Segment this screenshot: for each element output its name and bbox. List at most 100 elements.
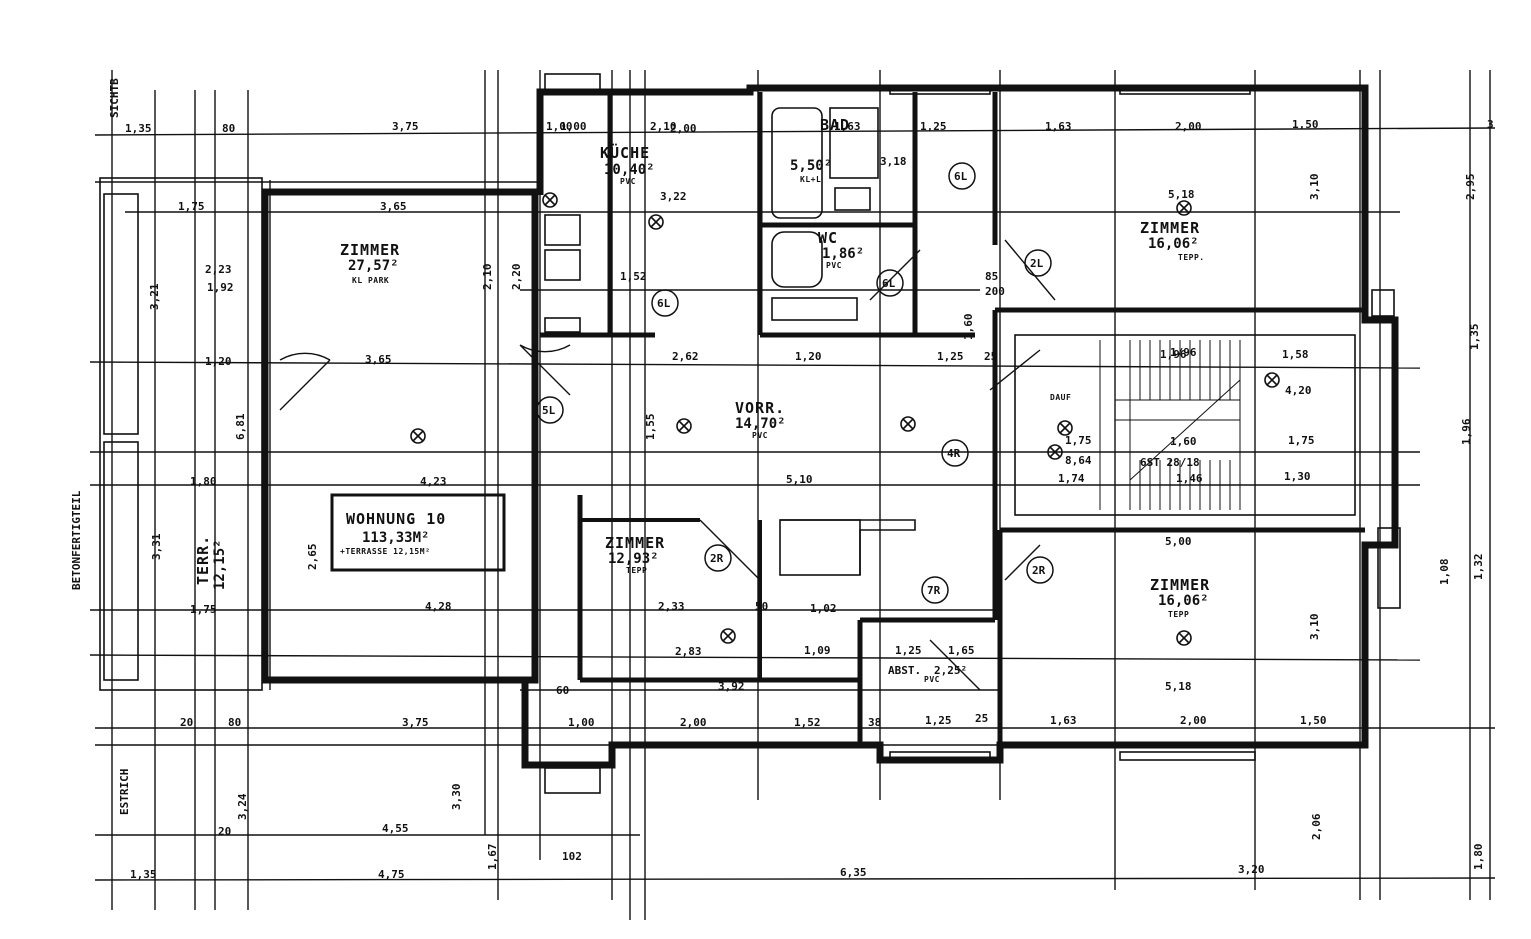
svg-text:4,55: 4,55 bbox=[382, 822, 409, 835]
svg-text:1,63: 1,63 bbox=[1045, 120, 1072, 133]
svg-text:ZIMMER: ZIMMER bbox=[340, 241, 400, 259]
windows bbox=[544, 73, 1401, 794]
vertical-edge-labels: SICHTB BETONFERTIGTEIL ESTRICH bbox=[70, 78, 131, 815]
svg-text:6L: 6L bbox=[954, 170, 968, 183]
svg-text:3,30: 3,30 bbox=[450, 784, 463, 811]
svg-text:12,93²: 12,93² bbox=[608, 551, 659, 567]
svg-text:PVC: PVC bbox=[620, 177, 636, 186]
svg-text:2,62: 2,62 bbox=[672, 350, 699, 363]
svg-text:1,50: 1,50 bbox=[1292, 118, 1319, 131]
svg-text:3,65: 3,65 bbox=[365, 353, 392, 366]
svg-text:6L: 6L bbox=[882, 277, 896, 290]
svg-text:4,28: 4,28 bbox=[425, 600, 452, 613]
svg-text:1,32: 1,32 bbox=[1472, 554, 1485, 581]
svg-text:1,20: 1,20 bbox=[205, 355, 232, 368]
circuit-marker: 4R bbox=[941, 439, 969, 467]
svg-text:1,52: 1,52 bbox=[620, 270, 647, 283]
svg-text:8,64: 8,64 bbox=[1065, 454, 1092, 467]
svg-text:2R: 2R bbox=[710, 552, 724, 565]
svg-text:2,95: 2,95 bbox=[1464, 174, 1477, 201]
svg-text:2,83: 2,83 bbox=[675, 645, 702, 658]
svg-text:PVC: PVC bbox=[826, 261, 842, 270]
svg-text:27,57²: 27,57² bbox=[348, 258, 399, 274]
svg-text:1,63: 1,63 bbox=[1050, 714, 1077, 727]
svg-text:1,75: 1,75 bbox=[190, 603, 217, 616]
svg-text:25: 25 bbox=[984, 350, 997, 363]
svg-text:2,00: 2,00 bbox=[680, 716, 707, 729]
svg-text:KÜCHE: KÜCHE bbox=[600, 143, 650, 162]
svg-text:2,06: 2,06 bbox=[1310, 813, 1323, 840]
walls bbox=[99, 84, 1399, 769]
svg-text:2,20: 2,20 bbox=[510, 264, 523, 291]
svg-text:1,86²: 1,86² bbox=[822, 246, 864, 262]
svg-text:TEPP: TEPP bbox=[1168, 610, 1189, 619]
svg-text:4,75: 4,75 bbox=[378, 868, 405, 881]
svg-text:1,52: 1,52 bbox=[794, 716, 821, 729]
apartment-area: 113,33M² bbox=[362, 530, 429, 546]
svg-text:1,25: 1,25 bbox=[895, 644, 922, 657]
svg-text:4,20: 4,20 bbox=[1285, 384, 1312, 397]
svg-text:1,08: 1,08 bbox=[1438, 559, 1451, 586]
svg-text:3,31: 3,31 bbox=[150, 533, 163, 560]
svg-text:3: 3 bbox=[1487, 118, 1494, 131]
svg-text:5,10: 5,10 bbox=[786, 473, 813, 486]
apartment-terrace-note: +TERRASSE 12,15M² bbox=[340, 547, 430, 556]
svg-text:1,63: 1,63 bbox=[834, 120, 861, 133]
svg-text:3,20: 3,20 bbox=[1238, 863, 1265, 876]
svg-text:PVC: PVC bbox=[924, 675, 940, 684]
svg-text:1,25: 1,25 bbox=[920, 120, 947, 133]
svg-text:12,15²: 12,15² bbox=[212, 539, 228, 590]
svg-text:1,60: 1,60 bbox=[1170, 435, 1197, 448]
bathroom-fixtures bbox=[544, 107, 879, 333]
svg-text:KL+L: KL+L bbox=[800, 175, 821, 184]
svg-text:1,58: 1,58 bbox=[1282, 348, 1309, 361]
svg-text:16,06²: 16,06² bbox=[1148, 236, 1199, 252]
circuit-marker: 6L bbox=[651, 289, 679, 317]
svg-text:1,35: 1,35 bbox=[125, 122, 152, 135]
room-label-bad: BAD 5,50² KL+L bbox=[790, 116, 850, 184]
svg-text:2,25²: 2,25² bbox=[934, 664, 967, 677]
svg-text:6,35: 6,35 bbox=[840, 866, 867, 879]
svg-text:1,00: 1,00 bbox=[568, 716, 595, 729]
svg-text:WC: WC bbox=[818, 229, 838, 247]
room-label-abstell: ABST. 2,25² PVC bbox=[888, 664, 967, 684]
svg-text:1,46: 1,46 bbox=[1176, 472, 1203, 485]
svg-text:3,18: 3,18 bbox=[880, 155, 907, 168]
room-label-wc: WC 1,86² PVC bbox=[818, 229, 864, 270]
room-label-vorraum: VORR. 14,70² PVC bbox=[735, 399, 786, 440]
svg-text:200: 200 bbox=[985, 285, 1005, 298]
circuit-marker: 7R bbox=[921, 576, 949, 604]
circuit-marker: 2L bbox=[1024, 249, 1052, 277]
svg-text:4R: 4R bbox=[947, 447, 961, 460]
svg-text:3,24: 3,24 bbox=[236, 793, 249, 820]
svg-text:14,70²: 14,70² bbox=[735, 416, 786, 432]
svg-text:6,81: 6,81 bbox=[234, 413, 247, 440]
svg-text:1/96: 1/96 bbox=[1170, 346, 1197, 359]
svg-text:1,30: 1,30 bbox=[1284, 470, 1311, 483]
svg-text:5,18: 5,18 bbox=[1168, 188, 1195, 201]
svg-text:TERR.: TERR. bbox=[194, 535, 212, 585]
svg-text:2,65: 2,65 bbox=[306, 544, 319, 571]
svg-text:2L: 2L bbox=[1030, 257, 1044, 270]
svg-text:BAD: BAD bbox=[820, 116, 850, 134]
svg-text:3,10: 3,10 bbox=[1308, 174, 1321, 201]
svg-text:3,92: 3,92 bbox=[718, 680, 745, 693]
room-label-zimmer-ne: ZIMMER 16,06² TEPP. bbox=[1140, 219, 1204, 262]
svg-text:2,33: 2,33 bbox=[658, 600, 685, 613]
room-label-zimmer-west: ZIMMER 27,57² KL PARK bbox=[340, 241, 400, 285]
svg-text:ESTRICH: ESTRICH bbox=[118, 769, 131, 815]
svg-text:2,10: 2,10 bbox=[481, 264, 494, 291]
svg-text:ZIMMER: ZIMMER bbox=[605, 534, 665, 552]
svg-text:1,65: 1,65 bbox=[948, 644, 975, 657]
svg-text:3,10: 3,10 bbox=[1308, 614, 1321, 641]
svg-text:1,75: 1,75 bbox=[1288, 434, 1315, 447]
room-label-terrasse: TERR. 12,15² bbox=[194, 535, 228, 590]
dimension-labels-bottom: 20 80 3,75 1,00 2,00 1,52 38 1,25 25 1,6… bbox=[180, 712, 1327, 729]
dimension-lines-horizontal bbox=[89, 127, 1496, 881]
svg-text:KL PARK: KL PARK bbox=[352, 276, 389, 285]
circuit-marker: 2R bbox=[1026, 556, 1054, 584]
svg-text:20: 20 bbox=[180, 716, 193, 729]
svg-text:TEPP: TEPP bbox=[626, 566, 647, 575]
svg-text:10,40²: 10,40² bbox=[604, 162, 655, 178]
